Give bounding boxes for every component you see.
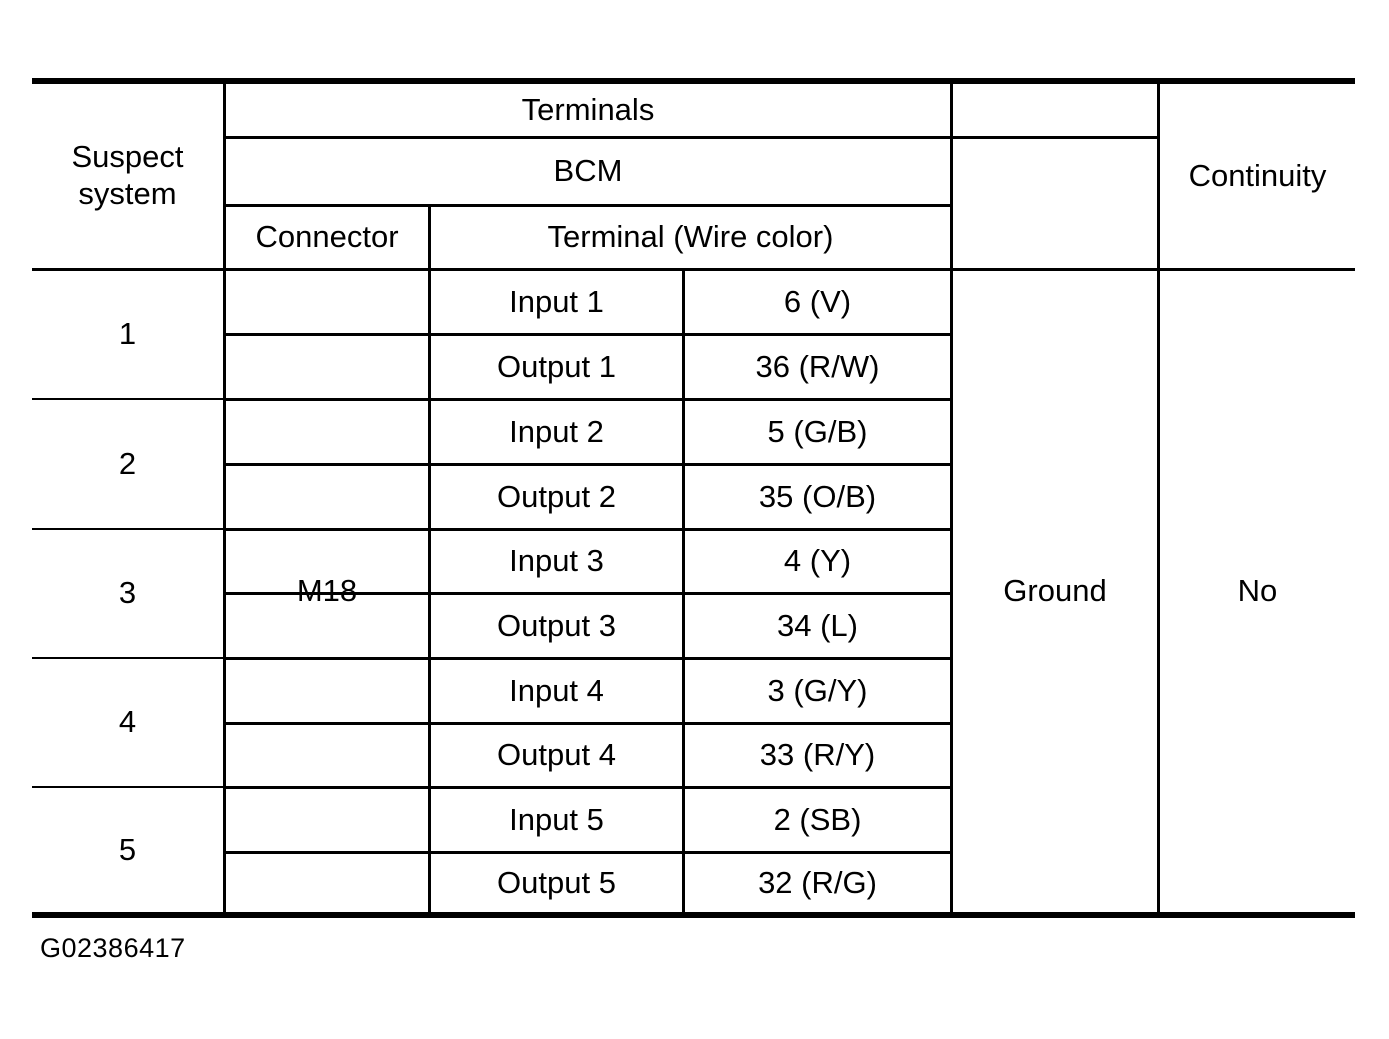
row-sep-8 xyxy=(223,786,950,789)
header-terminals: Terminals xyxy=(521,91,655,127)
table-top-border xyxy=(32,78,1355,84)
vline-suspect-terminals xyxy=(223,78,226,918)
row-sep-4 xyxy=(223,528,950,531)
suspect-sep-4 xyxy=(32,786,223,788)
signal-cell: Output 2 xyxy=(497,478,616,514)
terminal-cell: 4 (Y) xyxy=(783,543,852,579)
suspect-sep-3 xyxy=(32,657,223,659)
signal-cell: Input 2 xyxy=(509,413,604,449)
suspect-system-4: 4 xyxy=(118,704,137,740)
connector-value: M18 xyxy=(296,573,358,609)
header-continuity: Continuity xyxy=(1188,157,1327,193)
row-sep-9 xyxy=(223,851,950,854)
terminals-continuity-table: Suspect system Terminals BCM Connector T… xyxy=(32,78,1355,918)
signal-cell: Input 5 xyxy=(509,801,604,837)
terminal-cell: 5 (G/B) xyxy=(767,413,868,449)
suspect-system-3: 3 xyxy=(118,575,137,611)
signal-cell: Input 1 xyxy=(509,283,604,319)
terminal-cell: 34 (L) xyxy=(777,607,858,643)
terminal-cell: 6 (V) xyxy=(783,283,852,319)
row-sep-6 xyxy=(223,657,950,660)
figure-caption: G02386417 xyxy=(40,933,186,963)
vline-connector-terminal xyxy=(428,204,431,918)
signal-cell: Output 5 xyxy=(497,864,616,900)
suspect-system-5: 5 xyxy=(118,831,137,867)
header-bcm: BCM xyxy=(553,153,623,189)
hline-header-body xyxy=(32,268,1355,271)
signal-cell: Output 4 xyxy=(497,737,616,773)
hline-under-terminals xyxy=(223,136,1157,139)
header-ground-blank xyxy=(953,84,1157,268)
hline-under-bcm xyxy=(223,204,950,207)
vline-terminal-ground xyxy=(950,78,953,918)
terminal-cell: 35 (O/B) xyxy=(758,478,877,514)
row-sep-3 xyxy=(223,463,950,466)
row-sep-7 xyxy=(223,722,950,725)
row-sep-2 xyxy=(223,398,950,401)
table-bottom-border xyxy=(32,912,1355,918)
header-suspect-system: Suspect system xyxy=(71,139,184,211)
suspect-sep-1 xyxy=(32,398,223,400)
header-connector: Connector xyxy=(255,219,399,255)
signal-cell: Input 4 xyxy=(509,672,604,708)
header-terminal-wire-color: Terminal (Wire color) xyxy=(547,219,834,255)
suspect-system-2: 2 xyxy=(118,445,137,481)
terminal-cell: 3 (G/Y) xyxy=(767,672,868,708)
vline-ground-continuity xyxy=(1157,78,1160,918)
signal-cell: Input 3 xyxy=(509,543,604,579)
suspect-system-1: 1 xyxy=(118,316,137,352)
ground-value: Ground xyxy=(1003,573,1107,609)
signal-cell: Output 1 xyxy=(497,348,616,384)
terminal-cell: 33 (R/Y) xyxy=(759,737,876,773)
signal-cell: Output 3 xyxy=(497,607,616,643)
terminal-cell: 36 (R/W) xyxy=(755,348,880,384)
suspect-sep-2 xyxy=(32,528,223,530)
continuity-value: No xyxy=(1237,573,1278,609)
terminal-cell: 32 (R/G) xyxy=(758,864,877,900)
row-sep-5 xyxy=(223,592,950,595)
row-sep-1 xyxy=(223,333,950,336)
terminal-cell: 2 (SB) xyxy=(773,801,862,837)
